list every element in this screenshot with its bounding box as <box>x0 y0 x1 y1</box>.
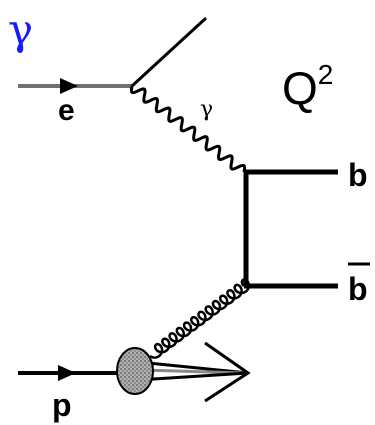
q-squared-base: Q <box>282 62 318 114</box>
proton-blob-icon <box>116 347 154 395</box>
gluon-propagator <box>149 278 251 359</box>
proton-label: p <box>52 387 72 423</box>
photon-propagator <box>129 85 247 173</box>
b-quark-label: b <box>348 157 368 193</box>
photon-label: γ <box>200 97 213 122</box>
corner-gamma-label: γ <box>8 5 33 54</box>
electron-arrow-icon <box>60 78 78 94</box>
remnant-arrowhead-icon <box>204 341 251 403</box>
q-squared-exponent: 2 <box>318 59 334 90</box>
proton-arrow-icon <box>58 365 76 381</box>
q-squared-label: Q2 <box>282 59 333 114</box>
outgoing-electron-line <box>130 16 208 88</box>
proton-remnant <box>137 341 251 403</box>
b-antiquark-label: b <box>348 271 368 307</box>
electron-label: e <box>58 94 75 127</box>
